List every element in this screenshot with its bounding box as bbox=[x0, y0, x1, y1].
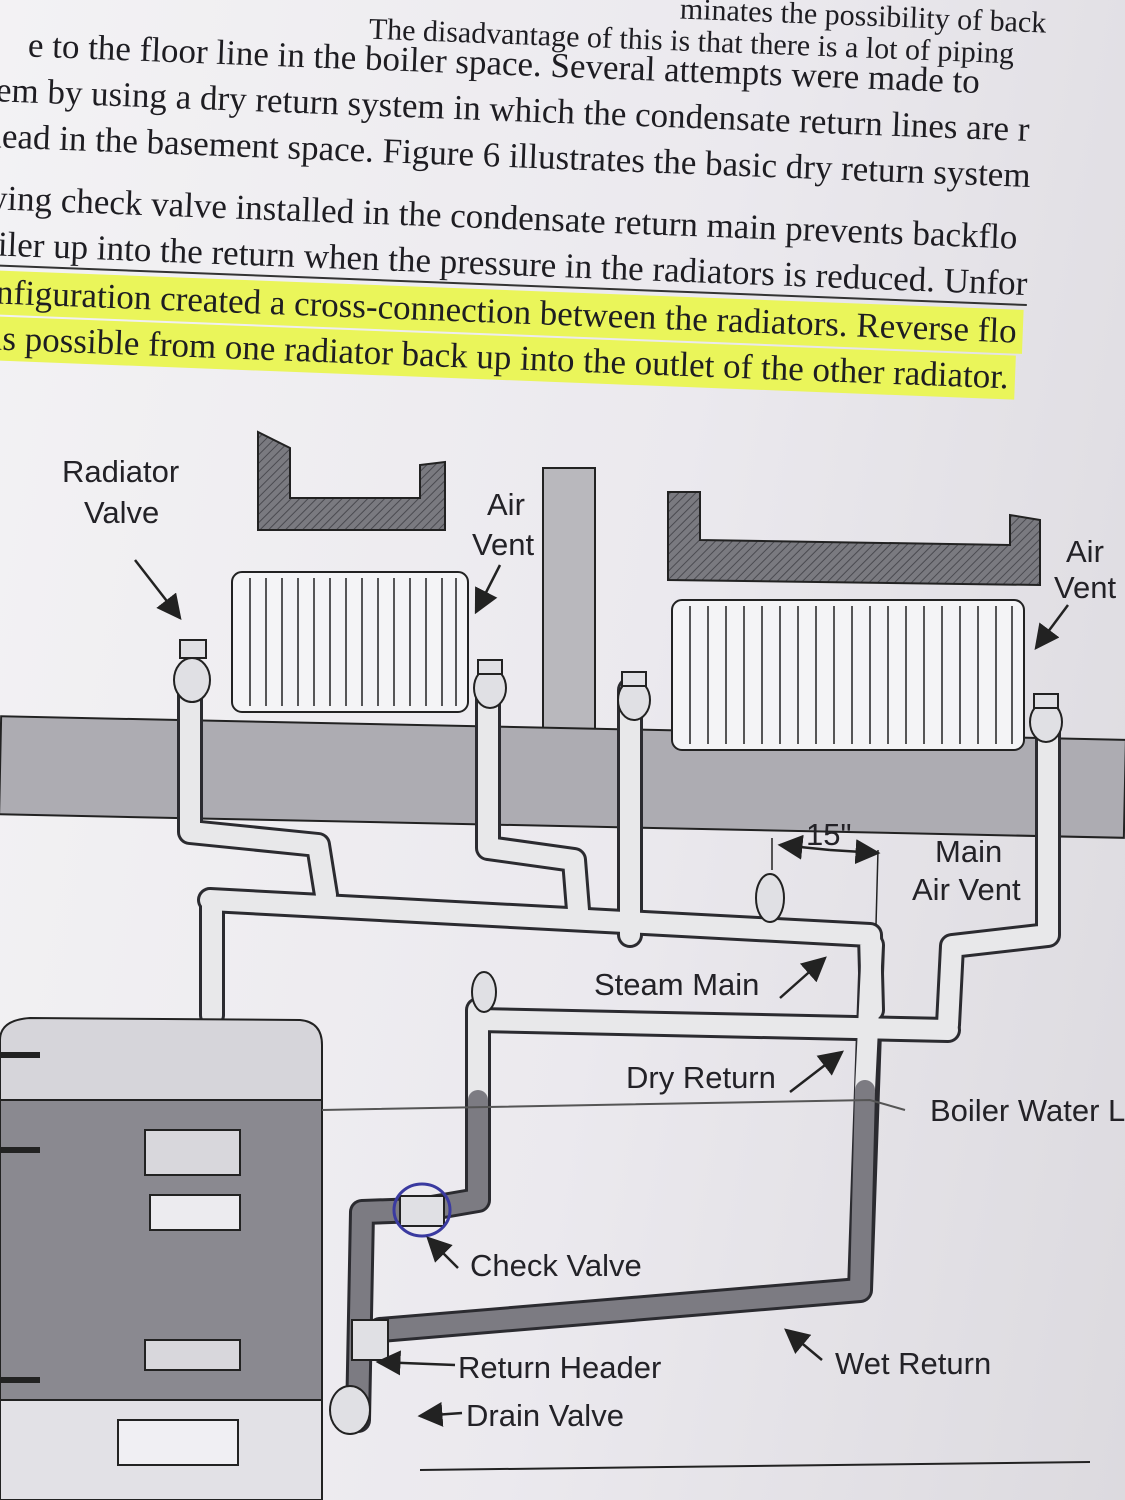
label-boiler-water-line: Boiler Water L bbox=[930, 1093, 1125, 1128]
label-air-vent-right-2: Vent bbox=[1054, 570, 1116, 605]
drain-valve bbox=[329, 1385, 371, 1435]
label-air-vent-right-1: Air bbox=[1066, 534, 1104, 569]
radiator-left bbox=[231, 571, 469, 713]
label-drain-valve: Drain Valve bbox=[466, 1398, 624, 1433]
window-left bbox=[257, 430, 446, 531]
label-return-header: Return Header bbox=[458, 1350, 661, 1385]
boiler-water-line bbox=[321, 1098, 906, 1111]
radiator-right bbox=[671, 599, 1025, 751]
label-steam-main: Steam Main bbox=[594, 967, 759, 1002]
label-radiator-valve-2: Valve bbox=[84, 495, 159, 530]
label-main-air-vent-2: Air Vent bbox=[912, 872, 1021, 907]
valves bbox=[173, 639, 1063, 1435]
check-valve bbox=[399, 1195, 445, 1227]
handwritten-circle bbox=[392, 1182, 452, 1238]
label-main-air-vent-1: Main bbox=[935, 834, 1002, 869]
label-air-vent-left-2: Vent bbox=[472, 527, 534, 562]
boiler-gauge bbox=[149, 1194, 241, 1231]
piping bbox=[177, 677, 1061, 1433]
label-radiator-valve-1: Radiator bbox=[62, 454, 179, 489]
label-air-vent-left-1: Air bbox=[487, 487, 525, 522]
radiator-valve-left bbox=[173, 657, 211, 703]
window-right bbox=[667, 491, 1041, 587]
vertical-chase bbox=[542, 467, 596, 759]
main-air-vent bbox=[755, 873, 785, 923]
label-dry-return: Dry Return bbox=[626, 1060, 776, 1095]
label-dimension: 15" bbox=[806, 817, 852, 852]
page-rule bbox=[419, 1461, 1091, 1471]
boiler bbox=[0, 1016, 323, 1500]
label-wet-return: Wet Return bbox=[835, 1346, 991, 1381]
label-check-valve: Check Valve bbox=[470, 1248, 642, 1283]
